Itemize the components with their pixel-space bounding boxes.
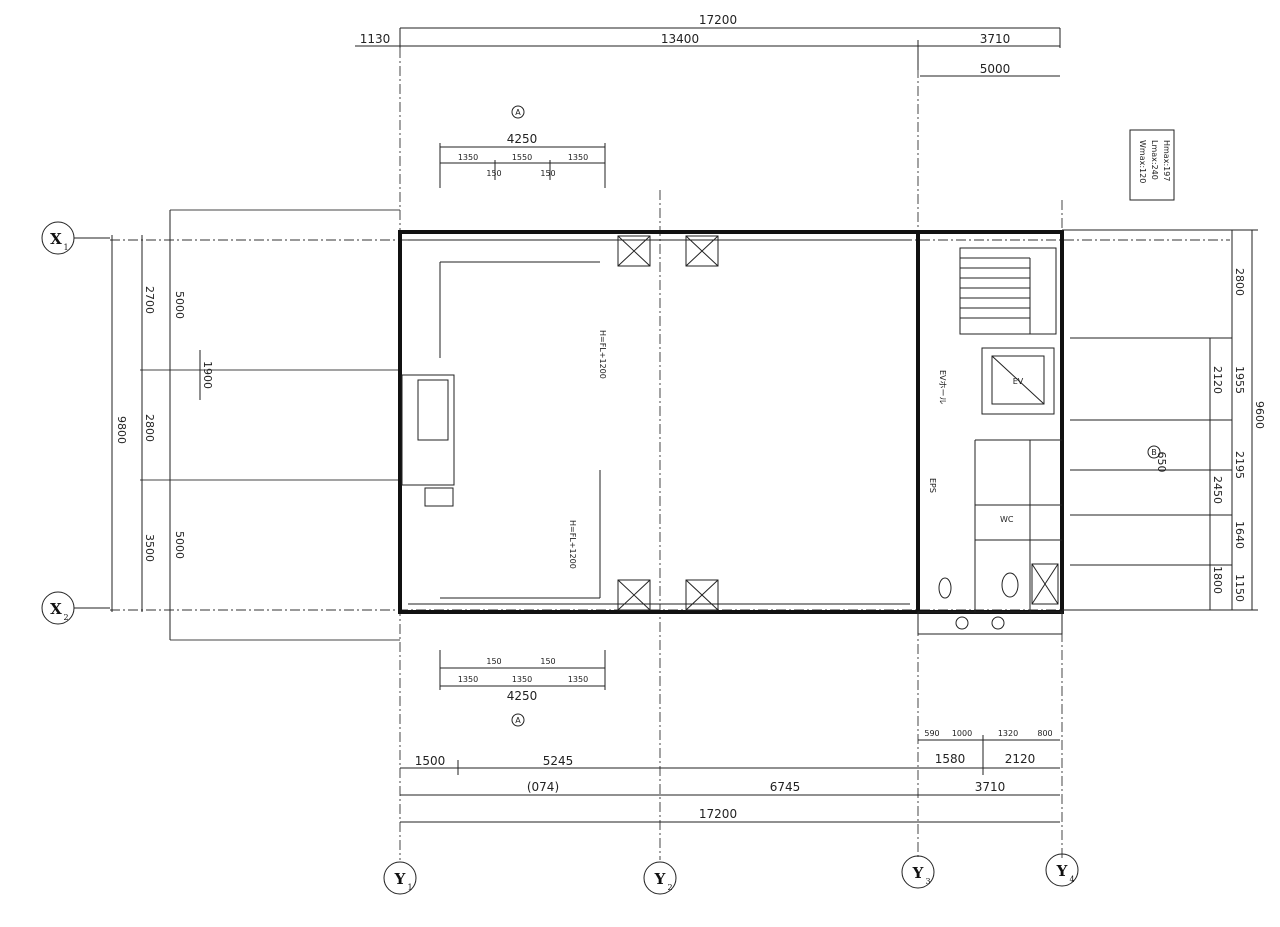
dim-left-total: 9800	[115, 416, 128, 444]
eps-label: EPS	[928, 478, 937, 493]
dim-top-d2: 13400	[661, 32, 699, 46]
top-bay-b: 1550	[512, 153, 532, 162]
axis-y3-letter: Y	[912, 864, 924, 882]
right-dimensions: 9600 2800 1955 2120 2195 2450 1640 1800 …	[1062, 229, 1266, 611]
building-walls	[398, 230, 920, 614]
axis-y4-letter: Y	[1056, 862, 1068, 880]
dim-b-r3-c: 3710	[975, 780, 1006, 794]
bottom-bay-s2: 150	[540, 657, 555, 666]
dim-right-h: 1150	[1233, 574, 1246, 602]
axis-y1-letter: Y	[394, 870, 406, 888]
marker-b	[1147, 445, 1161, 459]
top-bay-a: 1350	[458, 153, 478, 162]
axis-bubble	[901, 855, 935, 889]
top-bay-detail: 4250 1350 1550 1350 150 150	[439, 132, 606, 188]
legend-line-2: Lmax:240	[1150, 140, 1159, 180]
bottom-bay-b: 1350	[512, 675, 532, 684]
dim-left-f: 5000	[173, 531, 186, 559]
dim-b-r2-c: 1580	[935, 752, 966, 766]
office-floor-note-bottom: H=FL+1200	[568, 520, 577, 569]
axis-x2-sub: 2	[63, 613, 68, 622]
dim-b-total: 17200	[699, 807, 737, 821]
dim-right-c: 2120	[1211, 366, 1224, 394]
top-dimensions: 17200 1130 13400 3710 5000 A	[355, 13, 1061, 119]
axis-y1-sub: 1	[407, 883, 412, 892]
marker-a-bottom-label: A	[515, 716, 521, 725]
legend-box: Wmax:120 Lmax:240 Hmax:197	[1129, 129, 1175, 201]
dim-top-d4: 5000	[980, 62, 1011, 76]
axis-x2: X 2	[41, 591, 110, 625]
bottom-bay-a: 1350	[458, 675, 478, 684]
axis-x2-letter: X	[50, 600, 62, 618]
dim-right-i: 650	[1155, 452, 1168, 473]
axis-y1: Y 1	[383, 861, 417, 895]
axis-x1: X 1	[41, 221, 110, 255]
top-bay-total: 4250	[507, 132, 538, 146]
bottom-bay-total: 4250	[507, 689, 538, 703]
dim-right-total: 9600	[1253, 401, 1266, 429]
marker-a-top-label: A	[515, 108, 521, 117]
left-dimensions: 9800 5000 2700 1900 2800 3500 5000	[111, 210, 214, 640]
dim-b-r1-c: 1320	[998, 729, 1018, 738]
top-bay-c: 1350	[568, 153, 588, 162]
dim-b-r1-a: 590	[924, 729, 939, 738]
dim-left-a: 5000	[173, 291, 186, 319]
dim-top-d3: 3710	[980, 32, 1011, 46]
dim-b-r2-b: 5245	[543, 754, 574, 768]
dim-left-d: 2800	[143, 414, 156, 442]
dim-right-f: 1640	[1233, 521, 1246, 549]
legend-line-3: Hmax:197	[1162, 140, 1171, 181]
dim-right-d: 2195	[1233, 451, 1246, 479]
dim-top-d1: 1130	[360, 32, 391, 46]
axis-y3: Y 3	[901, 855, 935, 889]
dim-b-r3-b: 6745	[770, 780, 801, 794]
dim-top-total: 17200	[699, 13, 737, 27]
elevator-label: EV	[1013, 377, 1024, 386]
axis-x1-sub: 1	[63, 243, 68, 252]
dim-right-e: 2450	[1211, 476, 1224, 504]
axis-bubble	[643, 861, 677, 895]
axis-bubble	[383, 861, 417, 895]
dim-left-e: 3500	[143, 534, 156, 562]
dim-b-r3-a: (074)	[527, 780, 559, 794]
dim-right-g: 1800	[1211, 566, 1224, 594]
axis-y4-sub: 4	[1069, 875, 1074, 884]
ev-hall-label: EVホール	[938, 370, 947, 405]
top-bay-s1: 150	[486, 169, 501, 178]
bottom-bay-c: 1350	[568, 675, 588, 684]
dim-right-a: 2800	[1233, 268, 1246, 296]
marker-b-label: B	[1151, 448, 1157, 457]
axis-y4: Y 4	[1045, 853, 1079, 887]
office-floor-note-top: H=FL+1200	[598, 330, 607, 379]
dim-left-b: 2700	[143, 286, 156, 314]
axis-bubble	[1045, 853, 1079, 887]
marker-a-top	[511, 105, 525, 119]
top-bay-s2: 150	[540, 169, 555, 178]
axis-y2: Y 2	[643, 861, 677, 895]
marker-a-bottom	[511, 713, 525, 727]
dim-b-r2-d: 2120	[1005, 752, 1036, 766]
dim-left-c: 1900	[201, 361, 214, 389]
bottom-bay-detail: 150 150 1350 1350 1350 4250 A	[439, 650, 606, 727]
dim-b-r2-a: 1500	[415, 754, 446, 768]
wc-label: WC	[1000, 515, 1014, 524]
dim-b-r1-d: 800	[1037, 729, 1052, 738]
axis-y2-letter: Y	[654, 870, 666, 888]
legend-line-1: Wmax:120	[1138, 140, 1147, 183]
dim-right-b: 1955	[1233, 366, 1246, 394]
dim-b-r1-b: 1000	[952, 729, 972, 738]
axis-y2-sub: 2	[667, 883, 672, 892]
bottom-dimensions: 590 1000 1320 800 1500 5245 1580 2120 (0…	[400, 729, 1060, 823]
axis-y3-sub: 3	[925, 877, 930, 886]
core-area: EV EVホール WC EPS	[916, 230, 1064, 635]
bottom-bay-s1: 150	[486, 657, 501, 666]
axis-x1-letter: X	[50, 230, 62, 248]
